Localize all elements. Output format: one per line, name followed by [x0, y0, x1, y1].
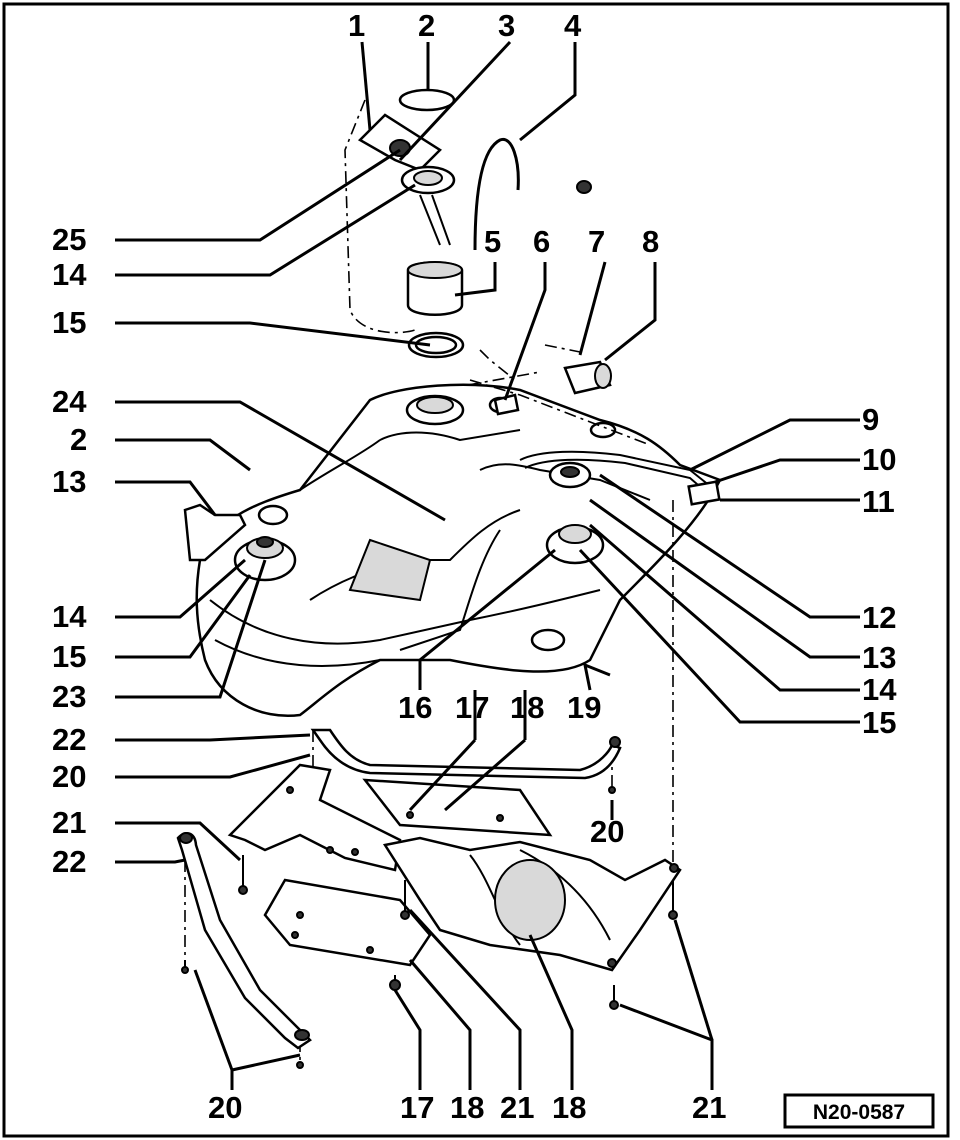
callout-17-mid: 17 [455, 690, 489, 725]
callout-5: 5 [484, 224, 501, 259]
callout-2-left: 2 [70, 422, 87, 457]
callout-20-bottom: 20 [208, 1090, 242, 1125]
left-strap [176, 832, 312, 1050]
callout-14-right: 14 [862, 672, 897, 707]
callout-9: 9 [862, 402, 879, 437]
leader-lines [115, 40, 860, 1090]
callout-12: 12 [862, 600, 896, 635]
heat-shield-large [382, 836, 682, 972]
callout-21-bottom-b: 21 [692, 1090, 726, 1125]
callout-2-top: 2 [418, 8, 435, 43]
callout-14-left: 14 [52, 599, 87, 634]
right-sender-unit [530, 461, 605, 652]
callout-18-bottom-a: 18 [450, 1090, 484, 1125]
underbody-panel-left [227, 763, 402, 872]
callout-11: 11 [862, 484, 895, 519]
callout-13-left: 13 [52, 464, 86, 499]
reference-code: N20-0587 [813, 1101, 905, 1124]
callout-22-mid: 22 [52, 722, 86, 757]
reference-code-box: N20-0587 [783, 1093, 935, 1129]
top-parts [357, 88, 612, 416]
callout-21-bottom-a: 21 [500, 1090, 534, 1125]
callout-23: 23 [52, 679, 86, 714]
bolts [181, 786, 678, 1069]
callout-14-top: 14 [52, 257, 87, 292]
mounting-strap [310, 728, 622, 780]
callout-19: 19 [567, 690, 601, 725]
callout-10: 10 [862, 442, 896, 477]
callout-15-left: 15 [52, 639, 86, 674]
callout-3: 3 [498, 8, 515, 43]
callout-17-bottom: 17 [400, 1090, 434, 1125]
callout-20-left: 20 [52, 759, 86, 794]
callout-18-bottom-b: 18 [552, 1090, 586, 1125]
callout-24: 24 [52, 384, 87, 419]
fuel-tank [195, 383, 722, 717]
callout-15-right: 15 [862, 705, 896, 740]
callout-25: 25 [52, 222, 86, 257]
callout-21-left: 21 [52, 805, 86, 840]
callout-1: 1 [348, 8, 365, 43]
underbody-panel-lower [263, 878, 432, 967]
callout-4: 4 [564, 8, 582, 43]
callout-15-top: 15 [52, 305, 86, 340]
callout-labels: 1 2 3 4 25 14 5 6 7 8 15 24 9 2 10 13 11… [52, 8, 897, 1125]
callout-6: 6 [533, 224, 550, 259]
callout-18-mid: 18 [510, 690, 544, 725]
heat-shield-upper [362, 778, 553, 837]
callout-7: 7 [588, 224, 605, 259]
callout-20-right: 20 [590, 814, 624, 849]
callout-13-right: 13 [862, 640, 896, 675]
callout-22-left: 22 [52, 844, 86, 879]
callout-8: 8 [642, 224, 659, 259]
callout-16: 16 [398, 690, 432, 725]
